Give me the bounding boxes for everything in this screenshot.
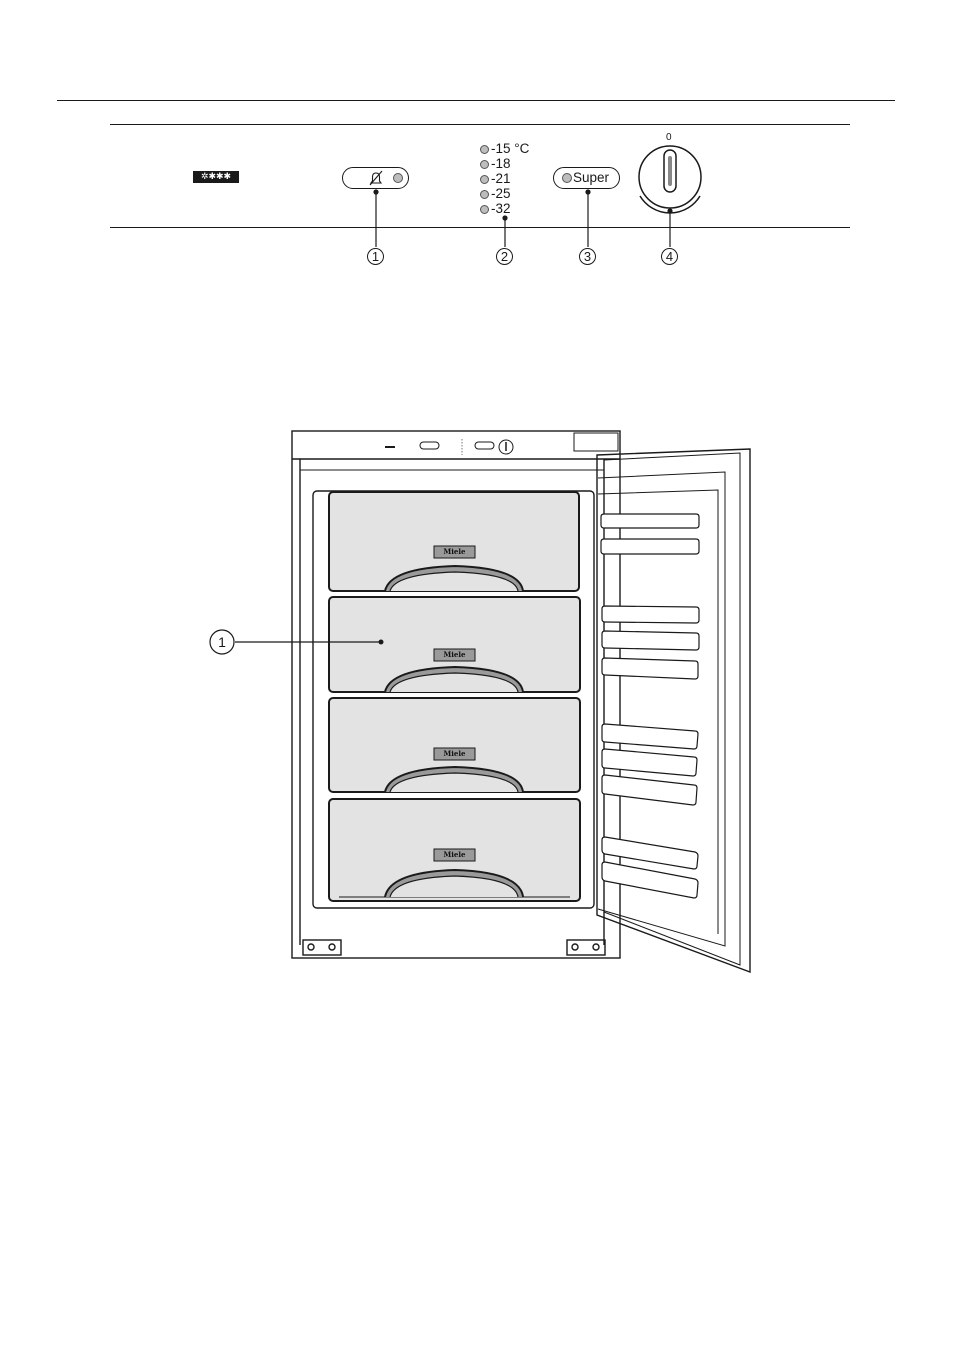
drawer-brand-label: Miele — [434, 849, 475, 861]
drawer-brand-label: Miele — [434, 748, 475, 760]
drawer-callout-number: 1 — [210, 632, 234, 652]
drawer-brand-label: Miele — [434, 649, 475, 661]
drawer-1 — [329, 492, 579, 591]
drawer-brand-label: Miele — [434, 546, 475, 558]
door-shelves — [601, 514, 699, 898]
drawer-2 — [329, 597, 580, 692]
drawer-3 — [329, 698, 580, 792]
